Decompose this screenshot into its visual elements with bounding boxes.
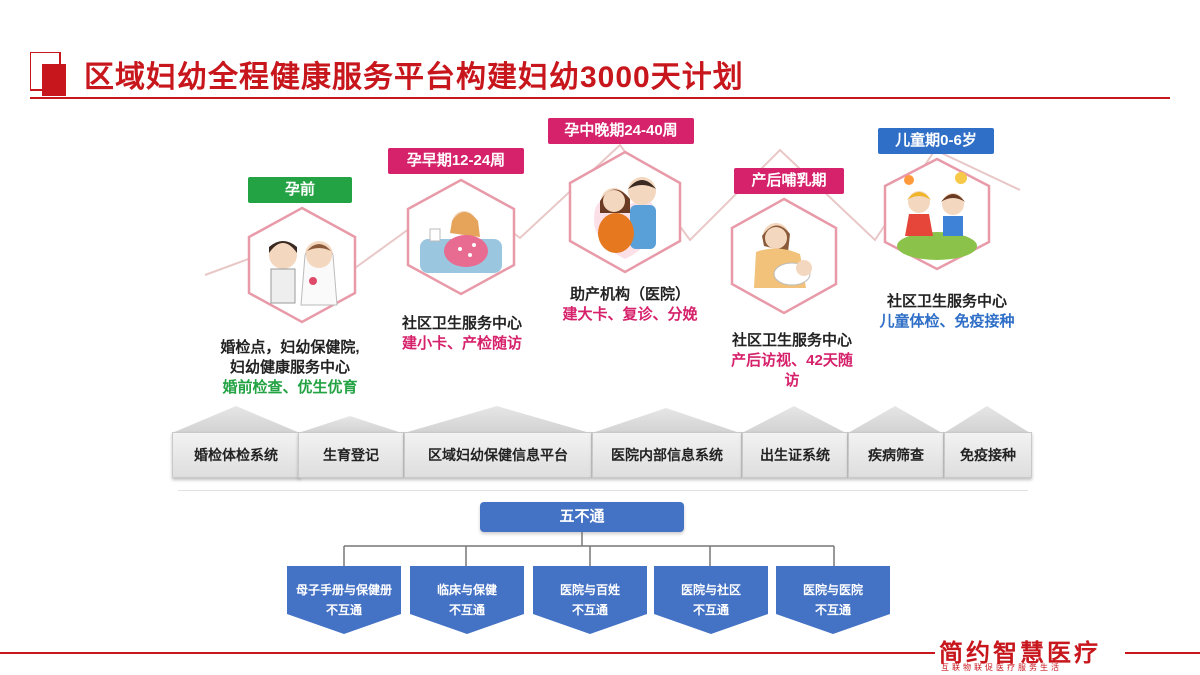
title-divider [30,97,1170,99]
caption-line: 助产机构（医院） [569,286,690,303]
system-box: 区域妇幼保健信息平台 [404,432,592,478]
item-line: 不互通 [325,603,362,617]
system-box: 疾病筛查 [848,432,944,478]
item-line: 不互通 [814,603,851,617]
stage-tag-early-pregnancy: 孕早期12-24周 [388,148,524,174]
system-box: 医院内部信息系统 [592,432,742,478]
wedding-couple-illustration [247,206,357,324]
caption-line: 妇幼健康服务中心 [229,359,350,376]
item-line: 不互通 [571,603,608,617]
five-no-item: 临床与保健不互通 [410,566,524,634]
system-box: 免疫接种 [944,432,1032,478]
caption-line: 社区卫生服务中心 [401,315,522,332]
item-line: 不互通 [692,603,729,617]
caption-line: 社区卫生服务中心 [731,332,852,349]
footer-divider [0,652,1200,654]
tree-connectors [343,532,835,566]
five-no-item: 医院与医院不互通 [776,566,890,634]
item-line: 不互通 [448,603,485,617]
logo-text: 简约智慧医疗 [939,640,1101,667]
system-box: 出生证系统 [742,432,848,478]
stage-tag-childhood: 儿童期0-6岁 [878,128,994,154]
title-corner-mark [30,52,66,96]
stage-caption-mid-late-pregnancy: 助产机构（医院） 建大卡、复诊、分娩 [545,285,715,325]
caption-line: 婚检点，妇幼保健院, [220,339,360,356]
stage-tag-postpartum: 产后哺乳期 [734,168,844,194]
five-no-item: 母子手册与保健册不互通 [287,566,401,634]
systems-roof-graphic [172,406,1030,433]
stage-tag-mid-late-pregnancy: 孕中晚期24-40周 [548,118,694,144]
system-box: 婚检体检系统 [172,432,300,478]
shield-shape [410,566,524,634]
caption-highlight: 建小卡、产检随访 [401,335,522,352]
shield-shape [776,566,890,634]
system-box: 生育登记 [298,432,404,478]
caption-highlight: 婚前检查、优生优育 [222,379,358,396]
expecting-couple-illustration [568,150,682,274]
page-title: 区域妇幼全程健康服务平台构建妇幼3000天计划 [84,61,744,94]
five-no-item: 医院与社区不互通 [654,566,768,634]
logo-tagline: 互联物联促医疗服务生活 [941,663,1062,672]
pregnant-woman-illustration [406,178,516,296]
shield-shape [533,566,647,634]
caption-highlight: 建大卡、复诊、分娩 [562,306,698,323]
brand-logo: 简约智慧医疗 互联物联促医疗服务生活 [935,633,1125,673]
caption-highlight: 儿童体检、免疫接种 [879,313,1015,330]
five-no-root: 五不通 [480,502,684,532]
item-line: 医院与医院 [802,583,863,597]
section-divider [178,490,1028,491]
item-line: 临床与保健 [436,583,497,597]
caption-highlight: 访 [784,372,800,389]
item-line: 母子手册与保健册 [295,583,392,597]
stage-caption-early-pregnancy: 社区卫生服务中心 建小卡、产检随访 [382,314,542,354]
caption-highlight: 产后访视、42天随 [731,352,853,369]
item-line: 医院与社区 [680,583,741,597]
stage-caption-postpartum: 社区卫生服务中心 产后访视、42天随 访 [712,331,872,391]
stage-caption-preconception: 婚检点，妇幼保健院, 妇幼健康服务中心 婚前检查、优生优育 [190,338,390,398]
breastfeeding-mother-illustration [730,197,838,315]
children-playing-illustration [883,157,991,271]
stage-tag-preconception: 孕前 [248,177,352,203]
shield-shape [287,566,401,634]
item-line: 医院与百姓 [559,583,620,597]
stage-caption-childhood: 社区卫生服务中心 儿童体检、免疫接种 [862,292,1032,332]
five-no-item: 医院与百姓不互通 [533,566,647,634]
caption-line: 社区卫生服务中心 [886,293,1007,310]
shield-shape [654,566,768,634]
